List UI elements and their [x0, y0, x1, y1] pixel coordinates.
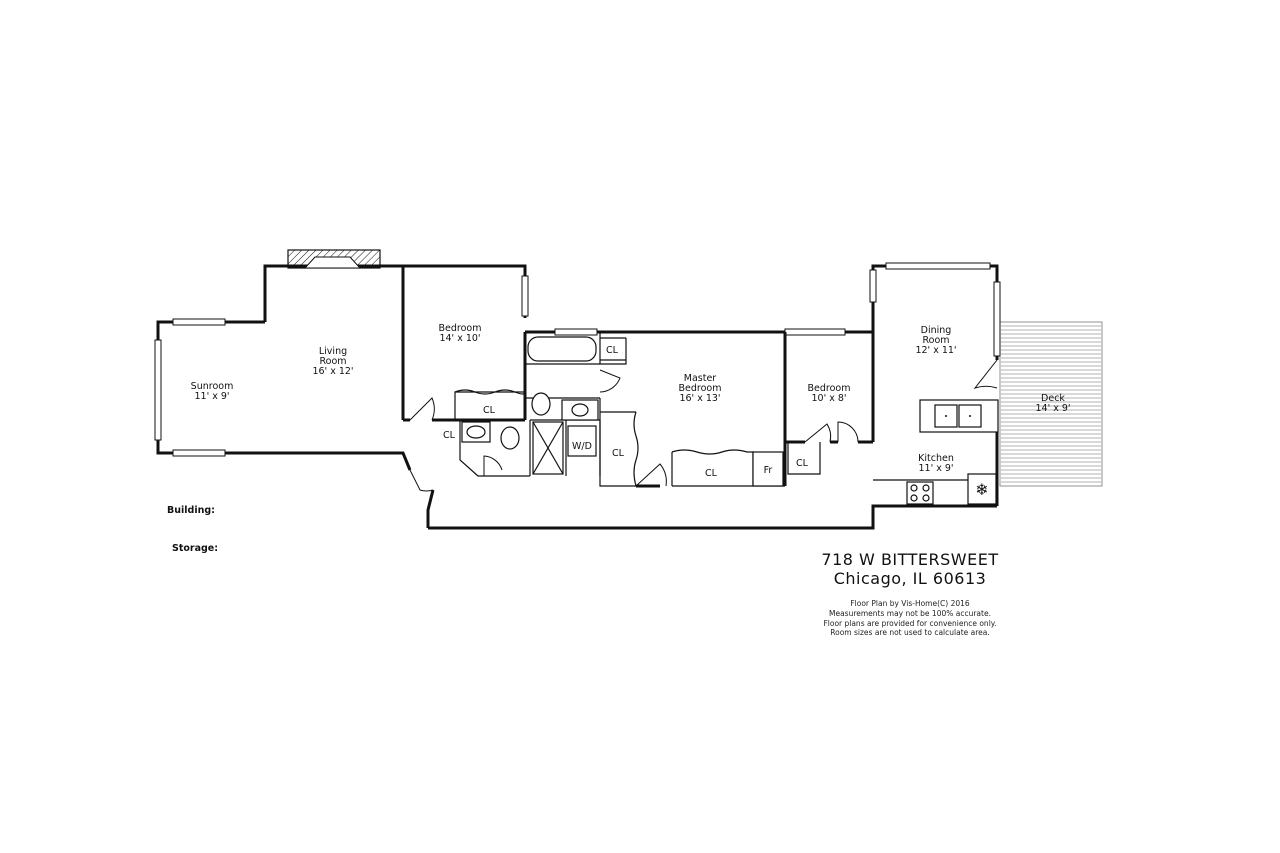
dining-name-2: Room — [922, 335, 949, 346]
closet-label: CL — [612, 448, 625, 459]
interior-walls: ❄ — [401, 266, 999, 505]
deck-name: Deck — [1041, 393, 1065, 404]
bedroom1-dims: 14' x 10' — [439, 333, 480, 344]
footer-note-3: Room sizes are not used to calculate are… — [830, 628, 990, 637]
windows — [154, 262, 1001, 457]
kitchen-dims: 11' x 9' — [918, 463, 953, 474]
footer-credit: Floor Plan by Vis-Home(C) 2016 — [850, 599, 970, 608]
closet-label: CL — [796, 458, 809, 469]
dining-name-1: Dining — [921, 325, 952, 336]
footer-note-2: Floor plans are provided for convenience… — [823, 619, 996, 628]
bedroom2-name: Bedroom — [808, 383, 851, 394]
address-line-1: 718 W BITTERSWEET — [821, 550, 998, 569]
living-dims: 16' x 12' — [312, 366, 353, 377]
bedroom1-name: Bedroom — [439, 323, 482, 334]
deck-area — [999, 321, 1103, 487]
fridge-label: Fr — [764, 465, 773, 476]
sunroom-name: Sunroom — [191, 381, 234, 392]
address-line-2: Chicago, IL 60613 — [834, 569, 987, 588]
doors — [409, 359, 998, 492]
closet-label: CL — [443, 430, 456, 441]
master-dims: 16' x 13' — [679, 393, 720, 404]
closet-label: CL — [705, 468, 718, 479]
washer-dryer-label: W/D — [572, 441, 592, 452]
master-name-2: Bedroom — [679, 383, 722, 394]
living-name-1: Living — [319, 346, 347, 357]
sunroom-dims: 11' x 9' — [194, 391, 229, 402]
storage-label: Storage: — [172, 543, 218, 554]
snowflake-icon: ❄ — [975, 480, 988, 499]
building-label: Building: — [167, 505, 215, 516]
room-labels: Sunroom 11' x 9' Living Room 16' x 12' B… — [191, 323, 1071, 479]
living-name-2: Room — [319, 356, 346, 367]
deck-dims: 14' x 9' — [1035, 403, 1070, 414]
closet-label: CL — [483, 405, 496, 416]
dining-dims: 12' x 11' — [915, 345, 956, 356]
closet-label: CL — [606, 345, 619, 356]
exterior-walls — [156, 264, 999, 530]
fireplace — [287, 249, 381, 269]
footer-note-1: Measurements may not be 100% accurate. — [829, 609, 991, 618]
kitchen-name: Kitchen — [918, 453, 954, 464]
master-name-1: Master — [684, 373, 717, 384]
bedroom2-dims: 10' x 8' — [811, 393, 846, 404]
